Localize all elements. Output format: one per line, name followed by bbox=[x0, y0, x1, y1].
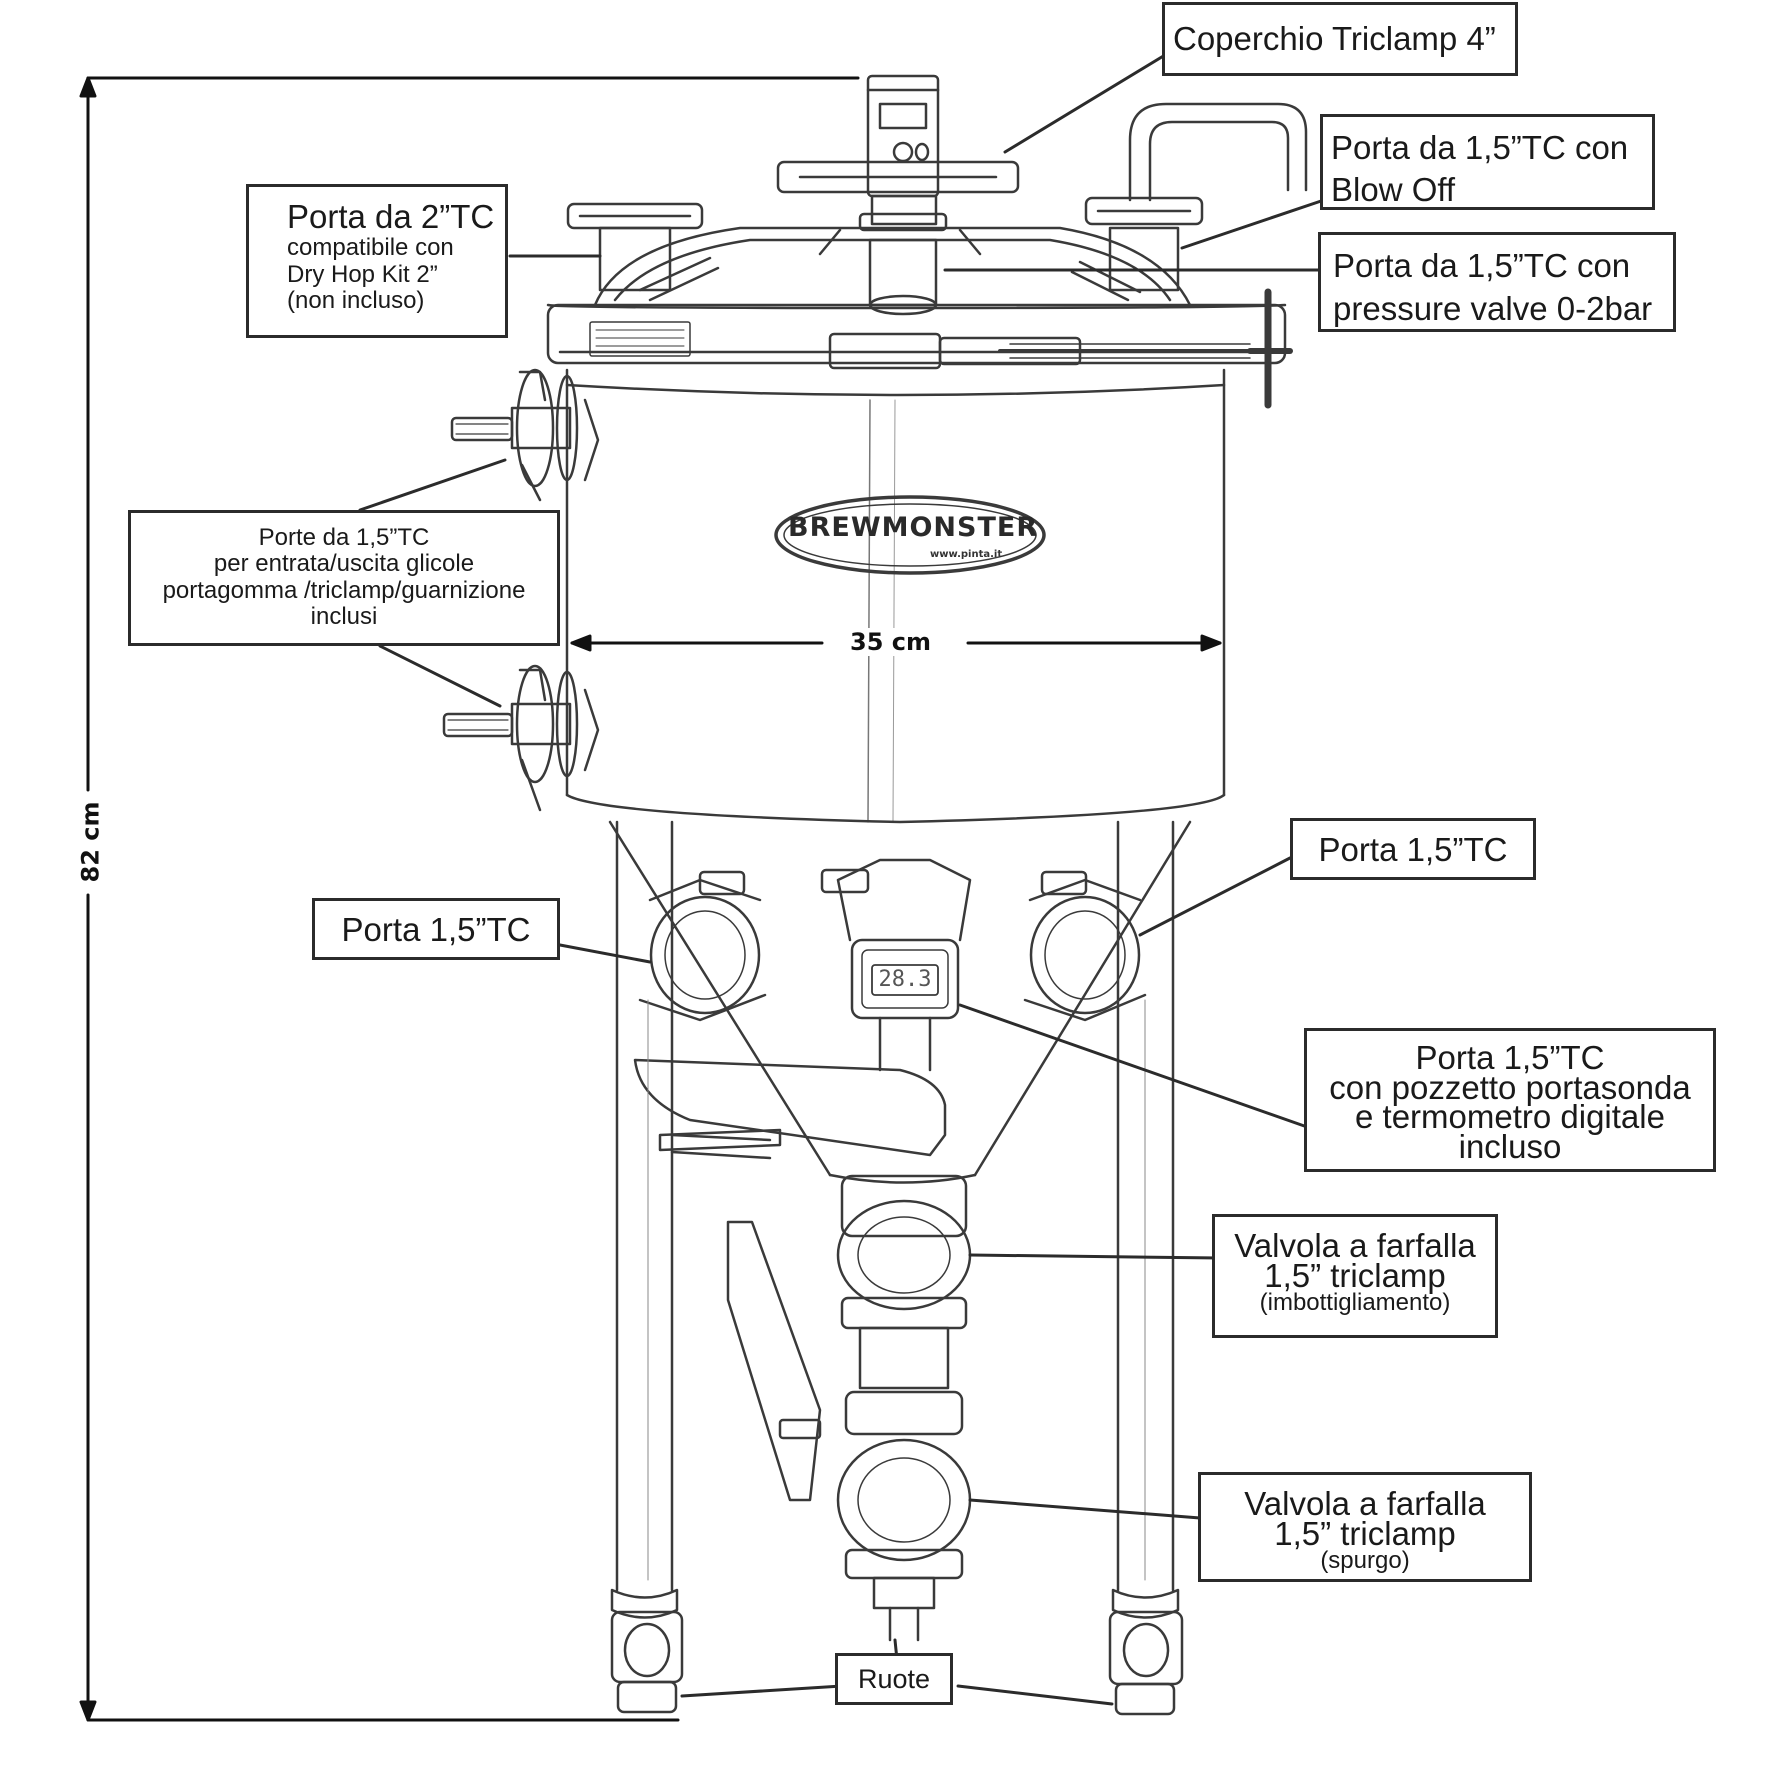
callout-glycol-ports: Porte da 1,5”TC per entrata/uscita glico… bbox=[128, 510, 560, 646]
glycol-port-top bbox=[450, 368, 600, 502]
callout-port-left-line-1: Porta 1,5”TC bbox=[341, 911, 531, 948]
callout-valve-bottling: Valvola a farfalla 1,5” triclamp (imbott… bbox=[1212, 1214, 1498, 1338]
callout-glycol-line-1: Porte da 1,5”TC bbox=[258, 524, 430, 551]
butterfly-valve-bottling bbox=[633, 1058, 972, 1390]
callout-lid-line-1: Coperchio Triclamp 4” bbox=[1173, 20, 1496, 57]
cone-port-right bbox=[1023, 870, 1147, 1022]
brand-url: www.pinta.it bbox=[930, 549, 1003, 560]
thermometer-display: 28.3 bbox=[878, 967, 932, 992]
callout-wheels: Ruote bbox=[835, 1653, 953, 1705]
glycol-port-bottom bbox=[442, 664, 600, 812]
callout-port-right-line-1: Porta 1,5”TC bbox=[1318, 831, 1508, 868]
butterfly-valve-purge bbox=[726, 1220, 972, 1642]
callout-bottling-line-2: 1,5” triclamp bbox=[1264, 1256, 1446, 1294]
callout-valve-purge: Valvola a farfalla 1,5” triclamp (spurgo… bbox=[1198, 1472, 1532, 1582]
callout-dry-hop: Porta da 2”TC compatibile con Dry Hop Ki… bbox=[246, 184, 508, 338]
brand-logo-text: BREWMONSTER bbox=[788, 512, 1037, 543]
callout-dry-hop-line-4: (non incluso) bbox=[287, 287, 425, 315]
callout-lid: Coperchio Triclamp 4” bbox=[1162, 2, 1518, 76]
cone-port-left bbox=[638, 870, 767, 1022]
brand-name: BREWMONSTER bbox=[788, 512, 1039, 543]
callout-dry-hop-line-1: Porta da 2”TC bbox=[287, 198, 495, 235]
callout-port-right: Porta 1,5”TC bbox=[1290, 818, 1536, 880]
brand-logo bbox=[774, 495, 1046, 575]
callout-thermo-line-2: con pozzetto portasonda bbox=[1329, 1068, 1691, 1106]
leg-right bbox=[1108, 820, 1184, 1716]
callout-glycol-line-4: inclusi bbox=[310, 603, 378, 631]
callout-glycol-line-3: portagomma /triclamp/guarnizione bbox=[162, 576, 526, 604]
height-dimension bbox=[79, 76, 860, 1722]
callout-bottling-line-1: Valvola a farfalla bbox=[1234, 1227, 1476, 1264]
callout-blow-off-line-1: Porta da 1,5”TC con bbox=[1331, 129, 1629, 166]
callout-dry-hop-line-2: compatibile con bbox=[287, 234, 454, 262]
callout-blow-off-line-2: Blow Off bbox=[1331, 171, 1456, 209]
callout-purge-line-3: (spurgo) bbox=[1320, 1547, 1410, 1575]
tank-cone bbox=[608, 820, 1192, 1184]
callout-wheels-line-1: Ruote bbox=[857, 1664, 931, 1694]
callout-thermo-line-4: incluso bbox=[1458, 1128, 1562, 1166]
leader-lines bbox=[358, 50, 1332, 1706]
callout-port-left: Porta 1,5”TC bbox=[312, 898, 560, 960]
callout-bottling-line-3: (imbottigliamento) bbox=[1259, 1289, 1451, 1317]
callout-pressure-line-2: pressure valve 0-2bar bbox=[1333, 289, 1653, 327]
callout-thermo-line-3: e termometro digitale bbox=[1355, 1098, 1665, 1136]
callout-purge-line-2: 1,5” triclamp bbox=[1274, 1514, 1456, 1552]
width-label: 35 cm bbox=[846, 628, 935, 656]
lid-assembly bbox=[546, 74, 1308, 409]
leg-left bbox=[610, 820, 684, 1714]
callout-blow-off: Porta da 1,5”TC con Blow Off bbox=[1320, 114, 1655, 210]
leg-brace bbox=[670, 1133, 772, 1160]
callout-glycol-line-2: per entrata/uscita glicole bbox=[213, 550, 475, 578]
tank-body bbox=[565, 368, 1226, 824]
callout-thermo-line-1: Porta 1,5”TC bbox=[1415, 1039, 1605, 1076]
height-label: 82 cm bbox=[76, 797, 105, 887]
width-dimension bbox=[570, 634, 1222, 652]
callout-purge-line-1: Valvola a farfalla bbox=[1244, 1485, 1486, 1522]
callout-pressure-valve: Porta da 1,5”TC con pressure valve 0-2ba… bbox=[1318, 232, 1676, 332]
callout-pressure-line-1: Porta da 1,5”TC con bbox=[1333, 247, 1631, 284]
thermometer-port bbox=[820, 858, 972, 1072]
callout-dry-hop-line-3: Dry Hop Kit 2” bbox=[287, 260, 438, 288]
callout-thermometer: Porta 1,5”TC con pozzetto portasonda e t… bbox=[1304, 1028, 1716, 1172]
